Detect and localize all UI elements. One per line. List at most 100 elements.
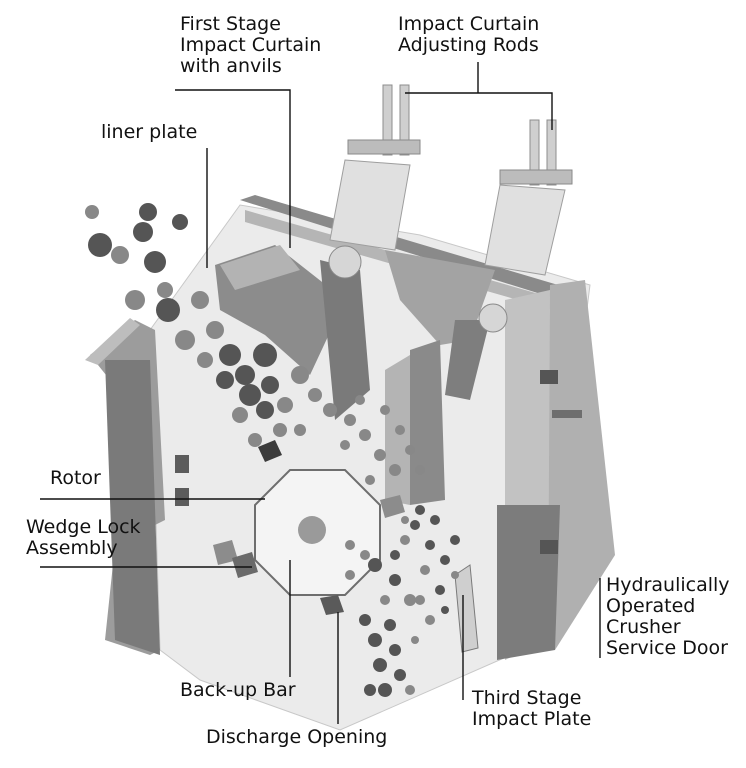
adjusting-rods-line-1: Impact Curtain [398,13,540,35]
label-wedge-lock: Wedge Lock Assembly [26,517,141,559]
leader-adjusting-rods [405,92,553,130]
blow-bar-top [258,440,282,462]
rock [216,371,234,389]
rock [368,633,382,647]
rock [395,425,405,435]
label-rotor: Rotor [50,468,101,489]
rock [253,343,277,367]
label-backup-bar: Back-up Bar [180,680,296,701]
label-liner-plate: liner plate [101,122,197,143]
rock [404,594,416,606]
rock [365,475,375,485]
left-wall-block [175,455,189,473]
rock [400,535,410,545]
rock [172,214,188,230]
rock [323,403,337,417]
rock [390,550,400,560]
rock [435,585,445,595]
rock [451,571,459,579]
rock [345,540,355,550]
rotor-hub [298,516,326,544]
rock [405,685,415,695]
label-discharge: Discharge Opening [206,727,387,748]
rock [277,397,293,413]
door-hinge-2 [540,540,558,554]
rock [415,465,425,475]
left-wall-front [105,360,160,655]
rock [291,366,309,384]
label-adjusting-rods: Impact Curtain Adjusting Rods [398,14,539,56]
rock [425,615,435,625]
first-stage-line-1: First Stage [180,13,281,35]
rock [256,401,274,419]
rock [125,290,145,310]
rock [364,684,376,696]
rod-left-a [382,84,393,156]
rock [415,595,425,605]
second-curtain-arm [445,320,490,400]
hydraulic-door-line-1: Hydraulically [606,574,730,596]
liner-plate-text: liner plate [101,121,198,143]
rock [411,636,419,644]
backup-bar-text: Back-up Bar [180,679,296,701]
rock [450,535,460,545]
left-wall-block-2 [175,488,189,506]
leader-lines [40,62,601,724]
rock [389,644,401,656]
hydraulic-door-line-3: Crusher [606,616,681,638]
rotor-text: Rotor [50,467,101,489]
rock [340,440,350,450]
third-stage-plate [454,564,479,653]
rock [156,298,180,322]
rod-bracket-right [499,169,573,185]
rock [359,429,371,441]
service-door-frame [497,505,560,660]
rock [133,222,153,242]
third-stage-line-2: Impact Plate [472,708,592,730]
rod-right-a [529,119,540,186]
rock [355,395,365,405]
rock [430,515,440,525]
rock [308,388,322,402]
rock [368,558,382,572]
first-stage-line-2: Impact Curtain [180,34,322,56]
third-stage-line-1: Third Stage [472,687,582,709]
rock [415,505,425,515]
rock [157,282,173,298]
rock [389,574,401,586]
rock [389,464,401,476]
adjusting-rods-line-2: Adjusting Rods [398,34,539,56]
rock [294,424,306,436]
service-door-panel [545,280,615,650]
left-wall-edge [85,318,140,365]
first-stage-line-3: with anvils [180,55,282,77]
rock [360,550,370,560]
leader-first-stage [175,89,291,248]
rock [374,449,386,461]
rock [191,291,209,309]
hydraulic-door-line-2: Operated [606,595,696,617]
blow-bar-bottom [320,595,344,615]
rock [248,433,262,447]
rock [344,414,356,426]
discharge-text: Discharge Opening [206,726,388,748]
rock-stream [85,203,460,697]
rock [111,246,129,264]
blow-bar-right [380,495,405,518]
wedge-lock-block-2 [232,552,258,578]
label-third-stage: Third Stage Impact Plate [472,688,591,730]
rock [85,205,99,219]
center-impact-plate [410,340,445,505]
rock [197,352,213,368]
rock [425,540,435,550]
door-hinge-3 [552,410,582,418]
rod-bracket-left [347,139,421,155]
rock [380,405,390,415]
rock [88,233,112,257]
rock [394,669,406,681]
pivot-right [478,303,508,333]
rock [206,321,224,339]
rock [380,595,390,605]
label-hydraulic-door: Hydraulically Operated Crusher Service D… [606,575,730,659]
